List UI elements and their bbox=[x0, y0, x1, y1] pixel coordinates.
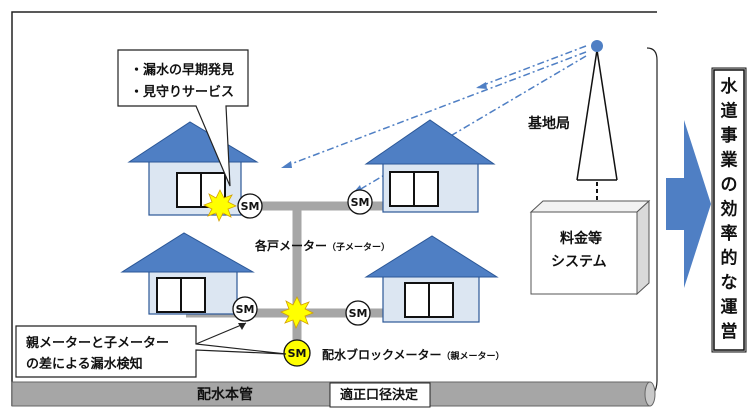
svg-text:SM: SM bbox=[241, 200, 260, 213]
svg-text:SM: SM bbox=[236, 303, 255, 316]
household-meter-label: 各戸メーター（子メーター） bbox=[254, 238, 390, 253]
result-char: 水 bbox=[721, 76, 739, 97]
smart-meter-bottom-left: SM bbox=[232, 296, 258, 322]
result-char: 的 bbox=[721, 248, 738, 269]
svg-text:・見守りサービス: ・見守りサービス bbox=[130, 84, 234, 100]
smart-meter-top-right: SM bbox=[347, 189, 373, 215]
svg-text:の差による漏水検知: の差による漏水検知 bbox=[26, 356, 143, 372]
block-meter: SM bbox=[283, 339, 311, 367]
diameter-decision-label: 適正口径決定 bbox=[340, 387, 418, 403]
result-char: 運 bbox=[721, 298, 738, 318]
house-top-left bbox=[127, 121, 259, 216]
benefits-callout: ・漏水の早期発見 ・見守りサービス bbox=[117, 49, 249, 187]
svg-text:SM: SM bbox=[288, 347, 307, 360]
svg-text:SM: SM bbox=[351, 196, 370, 209]
base-station-antenna bbox=[576, 40, 618, 181]
result-char: 営 bbox=[721, 321, 738, 342]
base-station-label: 基地局 bbox=[528, 115, 570, 132]
result-char: 効 bbox=[721, 199, 738, 220]
leak-burst-icon bbox=[280, 296, 314, 329]
result-arrow-icon bbox=[666, 120, 711, 288]
wireless-signal-lines bbox=[282, 45, 587, 194]
smart-meter-bottom-right: SM bbox=[345, 300, 371, 326]
result-char: な bbox=[721, 273, 738, 293]
svg-text:親メーターと子メーター: 親メーターと子メーター bbox=[26, 335, 169, 351]
result-char: 事 bbox=[721, 126, 738, 146]
result-char: の bbox=[721, 175, 738, 195]
svg-text:SM: SM bbox=[349, 307, 368, 320]
block-meter-label: 配水ブロックメーター（親メーター） bbox=[322, 347, 505, 362]
result-char: 業 bbox=[721, 150, 738, 171]
billing-system-box bbox=[529, 199, 651, 296]
house-top-right bbox=[364, 119, 496, 213]
leak-burst-icon bbox=[203, 189, 237, 222]
result-char: 道 bbox=[721, 101, 738, 122]
main-pipe-label: 配水本管 bbox=[197, 386, 253, 403]
house-bottom-left bbox=[120, 232, 255, 315]
result-char: 率 bbox=[721, 223, 738, 244]
smart-meter-top-left: SM bbox=[237, 193, 263, 219]
house-bottom-right bbox=[364, 235, 499, 323]
billing-system-label-line1: 料金等 bbox=[560, 230, 602, 247]
svg-text:・漏水の早期発見: ・漏水の早期発見 bbox=[130, 62, 234, 78]
outer-frame bbox=[11, 11, 657, 406]
leak-detection-callout: 親メーターと子メーター の差による漏水検知 bbox=[15, 322, 287, 378]
diameter-decision-box: 適正口径決定 bbox=[329, 382, 431, 408]
billing-system-label-line2: システム bbox=[551, 254, 607, 270]
